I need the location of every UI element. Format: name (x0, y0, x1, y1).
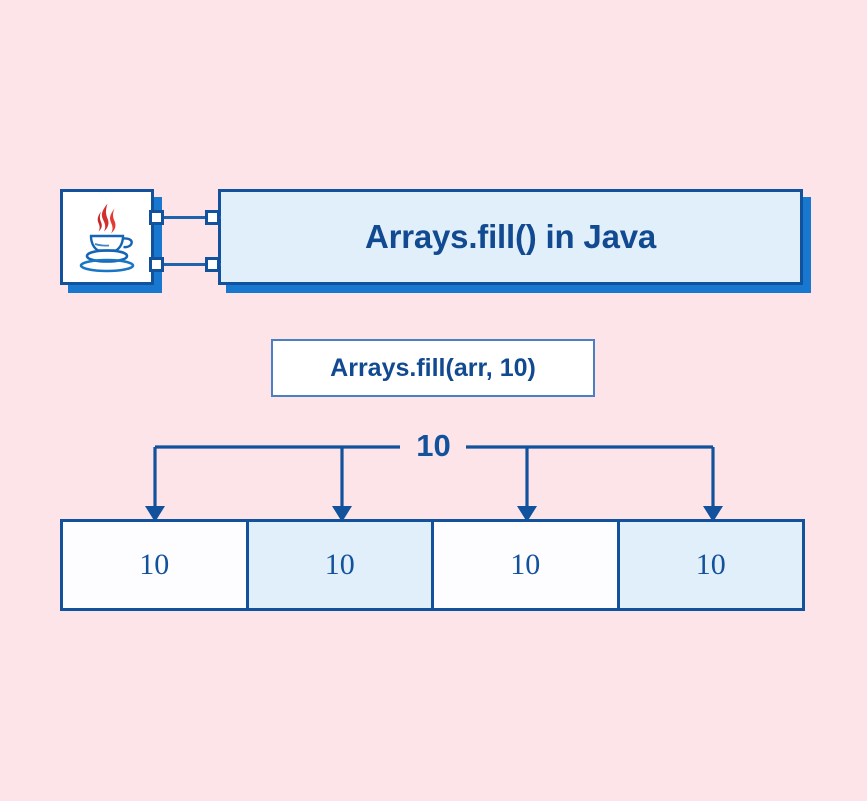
connector-top-line (163, 216, 221, 219)
code-expression-label: Arrays.fill(arr, 10) (330, 353, 536, 382)
fill-arrow-2-head (517, 506, 537, 522)
page-title: Arrays.fill() in Java (364, 218, 657, 255)
connector-top-right-square (205, 210, 220, 225)
connector-top-left-square (149, 210, 164, 225)
fill-arrow-1-head (332, 506, 352, 522)
fill-arrow-3-head (703, 506, 723, 522)
java-logo-icon (79, 203, 135, 273)
array-cell: 10 (248, 522, 434, 608)
code-expression-box: Arrays.fill(arr, 10) (271, 339, 595, 397)
array-cell: 10 (434, 522, 620, 608)
array-cell: 10 (63, 522, 249, 608)
array-cell: 10 (619, 522, 802, 608)
connector-bottom-line (163, 263, 221, 266)
connector-bottom-right-square (205, 257, 220, 272)
fill-bracket (145, 445, 723, 522)
java-icon-card (60, 189, 154, 285)
connector-bottom-left-square (149, 257, 164, 272)
array-visualization: 10 10 10 10 (60, 519, 805, 611)
title-card: Arrays.fill() in Java (218, 189, 803, 285)
fill-arrow-0-head (145, 506, 165, 522)
